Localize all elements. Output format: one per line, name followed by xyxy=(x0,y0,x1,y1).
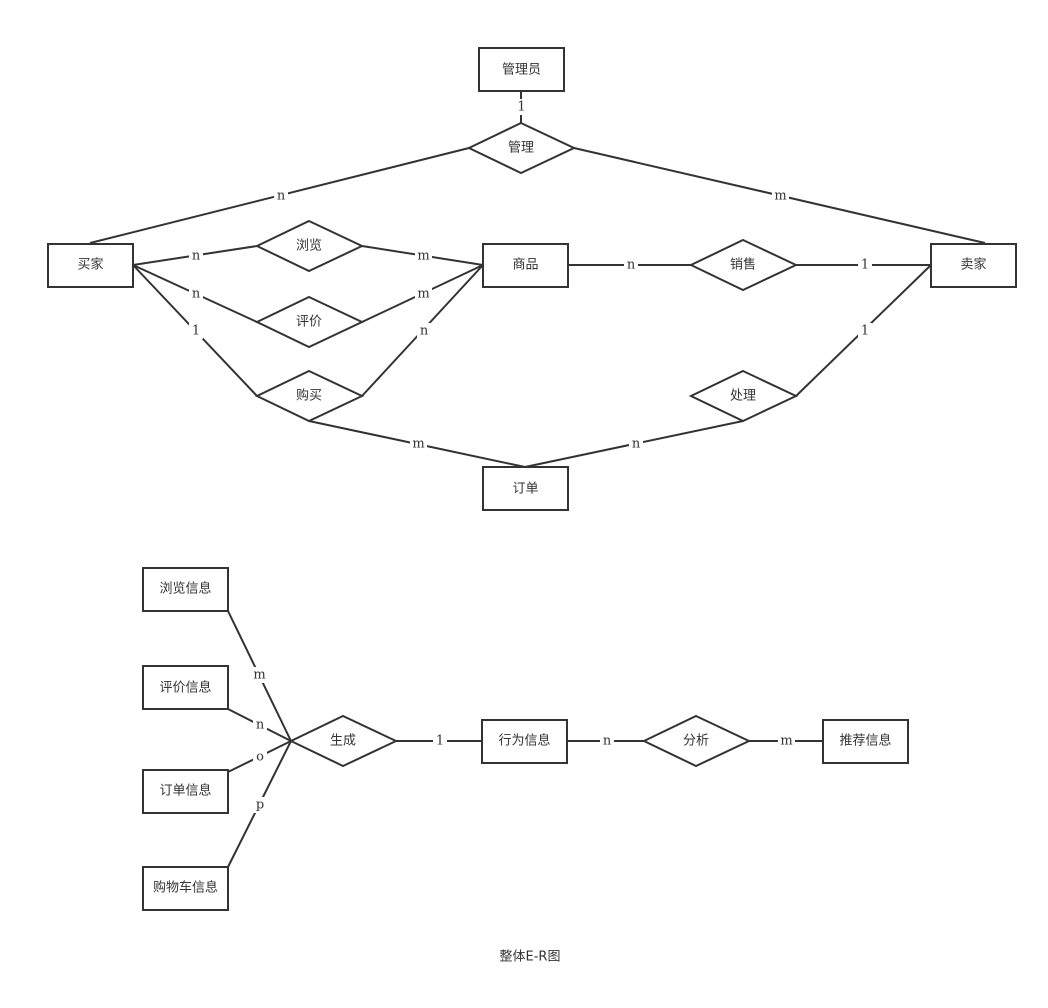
relation-browse[interactable]: 浏览 xyxy=(254,219,365,273)
relation-browse-label: 浏览 xyxy=(296,238,322,254)
svg-text:n: n xyxy=(632,437,641,452)
card-buyer-browse: n xyxy=(189,248,203,264)
entity-browse-info[interactable]: 浏览信息 xyxy=(142,567,229,612)
entity-order-label: 订单 xyxy=(512,482,538,497)
relation-manage-label: 管理 xyxy=(508,141,534,156)
entity-order-info[interactable]: 订单信息 xyxy=(142,769,229,814)
card-reviewinfo-generate: n xyxy=(253,717,267,733)
svg-text:n: n xyxy=(192,287,201,302)
entity-buyer[interactable]: 买家 xyxy=(47,243,134,288)
svg-text:m: m xyxy=(774,189,786,204)
relation-generate-label: 生成 xyxy=(330,734,356,749)
relation-analyze[interactable]: 分析 xyxy=(641,714,752,768)
svg-text:p: p xyxy=(256,798,264,813)
relation-sell-label: 销售 xyxy=(730,257,756,273)
cardinality-labels: 1 n m n m n m 1 n n 1 1 m n m n o p 1 n … xyxy=(189,99,872,813)
svg-text:m: m xyxy=(412,437,424,452)
relation-sell[interactable]: 销售 xyxy=(688,238,799,292)
svg-text:n: n xyxy=(627,258,636,273)
relation-handle[interactable]: 处理 xyxy=(688,369,799,423)
entity-review-info-label: 评价信息 xyxy=(159,680,211,696)
entity-buyer-label: 买家 xyxy=(77,257,103,273)
card-browseinfo-generate: m xyxy=(251,667,268,683)
card-behavior-analyze: n xyxy=(600,733,614,749)
svg-text:n: n xyxy=(603,734,612,749)
card-handle-order: n xyxy=(629,436,643,452)
svg-text:o: o xyxy=(256,750,264,765)
svg-text:m: m xyxy=(417,249,429,264)
entity-admin-label: 管理员 xyxy=(502,63,541,78)
card-analyze-recommend: m xyxy=(778,733,795,749)
entity-seller[interactable]: 卖家 xyxy=(930,243,1017,288)
entity-seller-label: 卖家 xyxy=(960,257,986,273)
relation-generate[interactable]: 生成 xyxy=(288,714,399,768)
card-admin-manage: 1 xyxy=(515,99,528,115)
card-product-sell: n xyxy=(624,257,638,273)
card-manage-seller: m xyxy=(772,188,789,204)
svg-text:n: n xyxy=(192,249,201,264)
entity-cart-info[interactable]: 购物车信息 xyxy=(142,866,229,911)
relation-manage[interactable]: 管理 xyxy=(466,121,577,175)
svg-text:n: n xyxy=(277,189,286,204)
relation-purchase-label: 购买 xyxy=(296,388,322,404)
entity-behavior-info[interactable]: 行为信息 xyxy=(481,719,568,764)
svg-text:m: m xyxy=(417,287,429,302)
svg-text:1: 1 xyxy=(861,324,869,339)
entity-behavior-info-label: 行为信息 xyxy=(498,733,550,749)
entity-cart-info-label: 购物车信息 xyxy=(153,880,218,896)
entity-browse-info-label: 浏览信息 xyxy=(159,581,211,597)
card-browse-product: m xyxy=(415,248,432,264)
svg-text:1: 1 xyxy=(192,324,200,339)
relation-analyze-label: 分析 xyxy=(683,734,709,749)
card-manage-buyer: n xyxy=(274,188,288,204)
card-purchase-order: m xyxy=(410,436,427,452)
svg-text:1: 1 xyxy=(436,734,444,749)
entity-product[interactable]: 商品 xyxy=(482,243,569,288)
diagram-caption: 整体E-R图 xyxy=(500,950,561,965)
card-buyer-purchase: 1 xyxy=(189,323,203,339)
card-cartinfo-generate: p xyxy=(253,797,267,813)
relation-purchase[interactable]: 购买 xyxy=(254,369,365,423)
relation-handle-label: 处理 xyxy=(730,389,756,404)
svg-text:n: n xyxy=(256,718,265,733)
card-seller-handle: 1 xyxy=(858,323,872,339)
card-sell-seller: 1 xyxy=(858,257,872,273)
entity-review-info[interactable]: 评价信息 xyxy=(142,665,229,710)
svg-text:1: 1 xyxy=(861,258,869,273)
relation-review-label: 评价 xyxy=(296,315,322,330)
card-generate-behavior: 1 xyxy=(433,733,447,749)
entity-recommend-info-label: 推荐信息 xyxy=(839,733,891,749)
entity-product-label: 商品 xyxy=(512,258,538,273)
card-orderinfo-generate: o xyxy=(253,749,267,765)
entity-order-info-label: 订单信息 xyxy=(159,783,211,799)
relation-review[interactable]: 评价 xyxy=(254,295,365,349)
entity-recommend-info[interactable]: 推荐信息 xyxy=(822,719,909,764)
entity-admin[interactable]: 管理员 xyxy=(478,47,565,92)
entity-order[interactable]: 订单 xyxy=(482,466,569,511)
svg-text:m: m xyxy=(780,734,792,749)
card-review-product: m xyxy=(415,286,432,302)
card-purchase-product: n xyxy=(417,323,431,339)
card-buyer-review: n xyxy=(189,286,203,302)
svg-text:1: 1 xyxy=(517,100,525,115)
svg-text:n: n xyxy=(420,324,429,339)
svg-text:m: m xyxy=(253,668,265,683)
